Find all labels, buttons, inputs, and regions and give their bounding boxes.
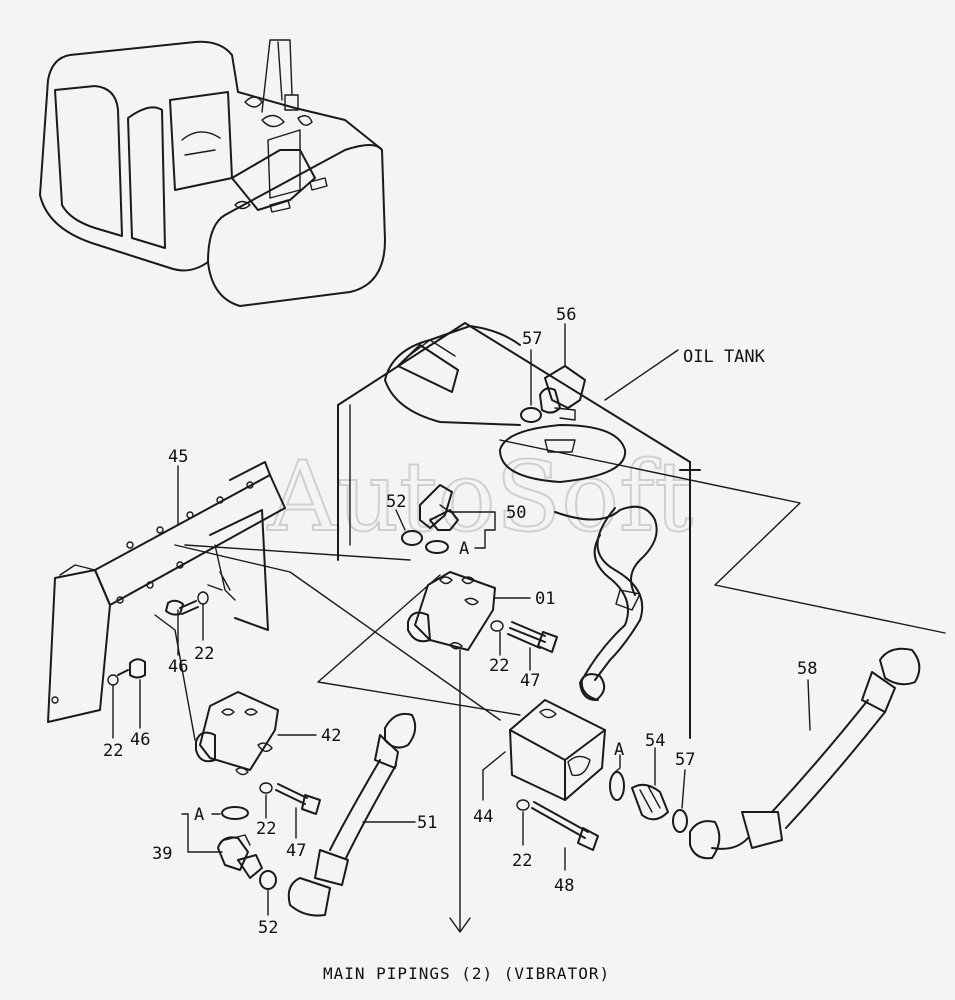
label-46-b: 46 (130, 730, 150, 750)
elbow-fitting-50 (419, 484, 459, 531)
label-54: 54 (645, 731, 665, 751)
valve-block-01 (407, 571, 496, 651)
bolt-48 (531, 801, 599, 851)
label-01: 01 (535, 589, 555, 609)
washer-22-block44 (516, 799, 530, 811)
label-47-a: 47 (520, 671, 540, 691)
bolt-46-lower (117, 658, 146, 679)
part-labels: OIL TANK 56 57 52 50 A 45 01 46 22 22 47… (103, 305, 817, 938)
o-ring-57-top (520, 407, 542, 423)
o-ring-a-top (425, 540, 449, 554)
label-oil-tank: OIL TANK (683, 347, 766, 367)
hose-51 (287, 712, 417, 917)
washer-22-valve01 (490, 620, 504, 632)
o-ring-52-bottom (259, 870, 277, 890)
label-22-e: 22 (256, 819, 276, 839)
label-45: 45 (168, 447, 188, 467)
label-52-top: 52 (386, 492, 406, 512)
label-22-a: 22 (194, 644, 214, 664)
label-22-b: 22 (489, 656, 509, 676)
oil-tank-drawing (337, 322, 701, 739)
hose-58 (689, 647, 921, 860)
washer-22-upper (197, 591, 209, 605)
washer-22-valve42 (259, 782, 273, 794)
label-47-b: 47 (286, 841, 306, 861)
bolt-47-valve01 (507, 621, 558, 653)
label-22-d: 22 (512, 851, 532, 871)
label-a-right: A (614, 740, 624, 760)
connector-54 (631, 783, 669, 821)
label-39: 39 (152, 844, 172, 864)
label-22-c: 22 (103, 741, 123, 761)
o-ring-a-left (221, 806, 249, 820)
label-51: 51 (417, 813, 437, 833)
excavator-overview-drawing (39, 39, 386, 307)
label-a-top: A (459, 539, 469, 559)
label-58: 58 (797, 659, 817, 679)
label-a-left: A (194, 805, 204, 825)
bracket-45 (47, 461, 286, 723)
label-52-bottom: 52 (258, 918, 278, 938)
label-42: 42 (321, 726, 341, 746)
o-ring-52-top (401, 530, 423, 546)
bolt-47-valve42 (275, 783, 321, 815)
label-56: 56 (556, 305, 576, 325)
o-ring-a-right (609, 771, 625, 801)
label-50: 50 (506, 503, 526, 523)
leader-lines (112, 323, 811, 916)
label-46-a: 46 (168, 657, 188, 677)
diagram-caption: MAIN PIPINGS (2) (VIBRATOR) (323, 964, 610, 983)
washer-22-lower (107, 674, 119, 686)
elbow-fitting-39 (217, 834, 263, 879)
block-44 (509, 699, 606, 801)
o-ring-57-right (672, 809, 688, 833)
label-44: 44 (473, 807, 493, 827)
connection-lines (154, 439, 946, 933)
label-57-right: 57 (675, 750, 695, 770)
label-48: 48 (554, 876, 574, 896)
watermark: AutoSoft (267, 441, 693, 553)
label-57-top: 57 (522, 329, 542, 349)
valve-block-42 (195, 691, 279, 776)
bolt-46-upper (165, 599, 199, 616)
